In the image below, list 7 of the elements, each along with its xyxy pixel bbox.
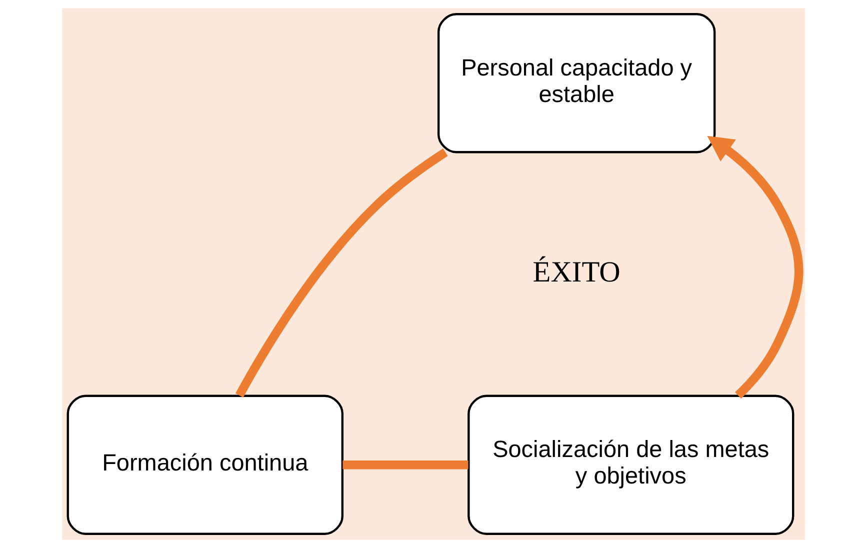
arrow [706, 136, 803, 399]
connector [342, 460, 468, 470]
label: ÉXITO [532, 256, 620, 288]
node-box: Formación continua [66, 394, 343, 535]
connector [235, 148, 448, 398]
node-box: Socialización de las metas y objetivos [467, 394, 794, 535]
node-box: Personal capacitado y estable [436, 13, 716, 154]
